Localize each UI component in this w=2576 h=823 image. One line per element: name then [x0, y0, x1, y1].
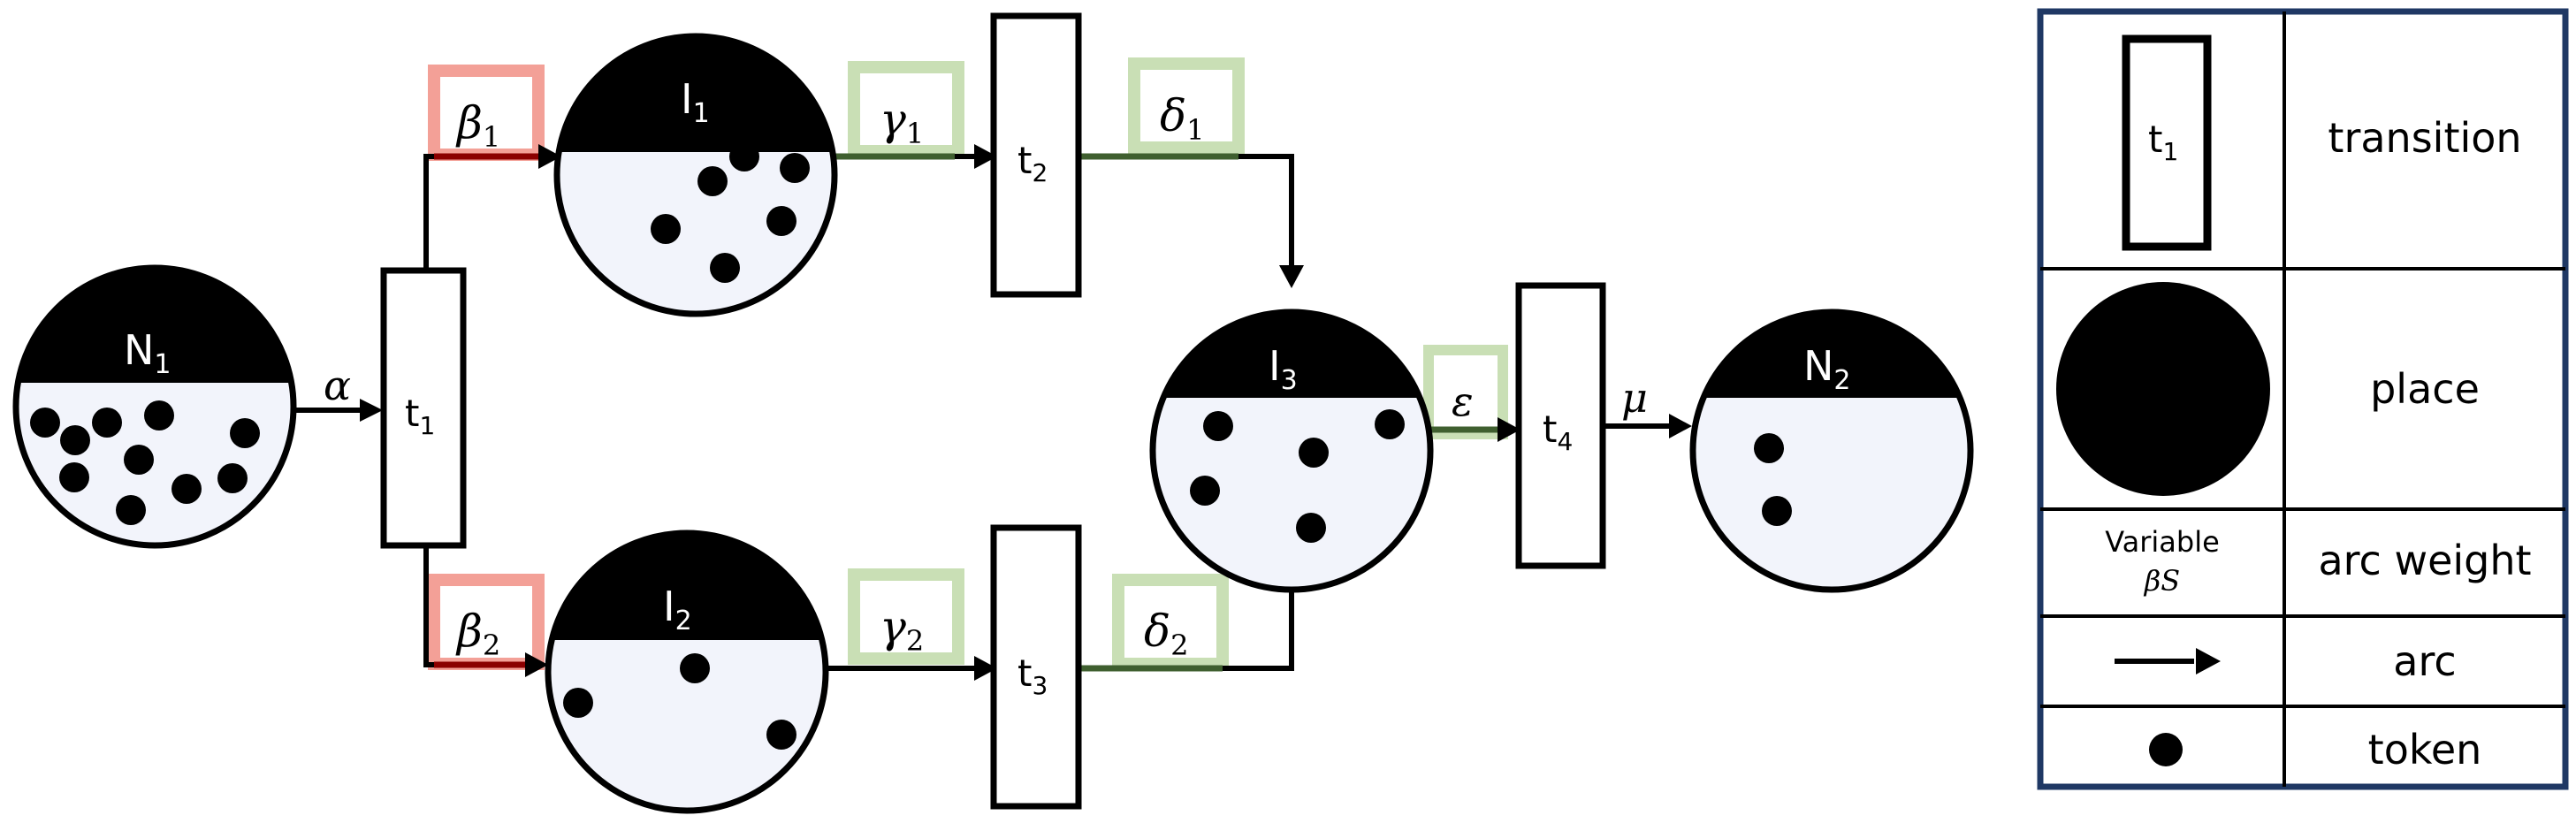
token [766, 720, 796, 750]
legend-label-arc: arc [2393, 637, 2456, 685]
arc-t4-n2-head [1669, 414, 1692, 438]
arc-weight-mu: μ [1621, 374, 1648, 422]
place-i2: I2 [545, 530, 829, 814]
arc-i1-t2-head [974, 144, 997, 169]
svg-text:I1: I1 [681, 75, 710, 129]
svg-text:t1: t1 [405, 392, 435, 440]
transition-t1: t1 [380, 267, 467, 549]
arc-i2-t3-head [974, 656, 997, 681]
arc-t2-i3-head [1279, 265, 1304, 288]
arc-t2-i3 [1080, 154, 1294, 265]
legend-arc-symbol [2115, 648, 2221, 674]
token [1375, 409, 1405, 439]
token [1762, 496, 1792, 526]
epsilon-highlight-box [1423, 345, 1508, 439]
token [766, 206, 796, 236]
legend-token-symbol [2149, 733, 2183, 766]
token [116, 495, 146, 525]
token [59, 462, 89, 492]
place-i1: I1 [553, 33, 838, 317]
token [729, 141, 759, 171]
arc-t1-i1 [423, 154, 541, 271]
svg-text:N2: N2 [1803, 342, 1851, 396]
svg-text:t1: t1 [2148, 118, 2178, 166]
legend-variable-example: βS [2144, 564, 2180, 598]
token [1203, 411, 1233, 441]
arc-weight-epsilon: ε [1452, 377, 1474, 425]
legend-label-place: place [2370, 365, 2480, 413]
token [171, 474, 202, 504]
transition-t2: t2 [990, 12, 1082, 298]
legend-place-symbol [2056, 282, 2270, 496]
transition-t3: t3 [990, 524, 1082, 810]
legend-transition-symbol: t1 [2122, 34, 2212, 251]
token [217, 463, 248, 493]
token [563, 688, 593, 718]
gamma2-highlight-box [848, 568, 964, 665]
arc-weight-beta2: β2 [455, 606, 500, 662]
token [1296, 513, 1326, 543]
delta2-highlight-box [1112, 574, 1229, 670]
token [697, 166, 728, 196]
token [124, 445, 154, 475]
token [60, 425, 90, 455]
arc-weight-gamma1: γ1 [880, 94, 924, 150]
token [144, 400, 174, 431]
token [1299, 438, 1329, 468]
token [1190, 476, 1220, 506]
svg-text:t4: t4 [1543, 408, 1573, 456]
legend-label-transition: transition [2328, 114, 2521, 162]
delta1-highlight-box [1128, 57, 1245, 154]
token [780, 153, 810, 183]
arc-weight-beta1: β1 [455, 97, 500, 154]
arc-n1-t1-head [360, 399, 383, 422]
svg-text:I2: I2 [663, 583, 692, 636]
place-i3: I3 [1149, 309, 1434, 593]
place-n2: N2 [1689, 309, 1974, 593]
token [92, 408, 122, 438]
token [30, 408, 60, 438]
token [710, 253, 740, 283]
arc-weight-delta2: δ2 [1144, 606, 1188, 662]
svg-text:t2: t2 [1017, 139, 1048, 187]
legend: t1 transition place Variable βS arc weig… [2037, 8, 2569, 790]
legend-label-arc-weight: arc weight [2318, 537, 2531, 584]
arc-i3-t4-head [1498, 417, 1520, 442]
arc-weight-alpha: α [324, 362, 351, 409]
token [680, 653, 710, 683]
legend-label-token: token [2368, 726, 2482, 773]
arc-weight-gamma2: γ2 [880, 601, 924, 658]
token [651, 214, 681, 244]
legend-variable-label: Variable [2105, 525, 2220, 559]
svg-text:I3: I3 [1269, 342, 1298, 396]
transition-t4: t4 [1515, 282, 1606, 569]
svg-text:t3: t3 [1017, 652, 1048, 700]
svg-text:N1: N1 [124, 326, 171, 380]
token [1754, 433, 1784, 463]
token [230, 418, 260, 448]
place-n1: N1 [12, 264, 297, 549]
arc-t1-i1-head [538, 144, 561, 169]
arc-weight-delta1: δ1 [1160, 90, 1204, 147]
arc-t1-i2-head [525, 652, 548, 677]
gamma1-highlight-box [848, 61, 964, 157]
